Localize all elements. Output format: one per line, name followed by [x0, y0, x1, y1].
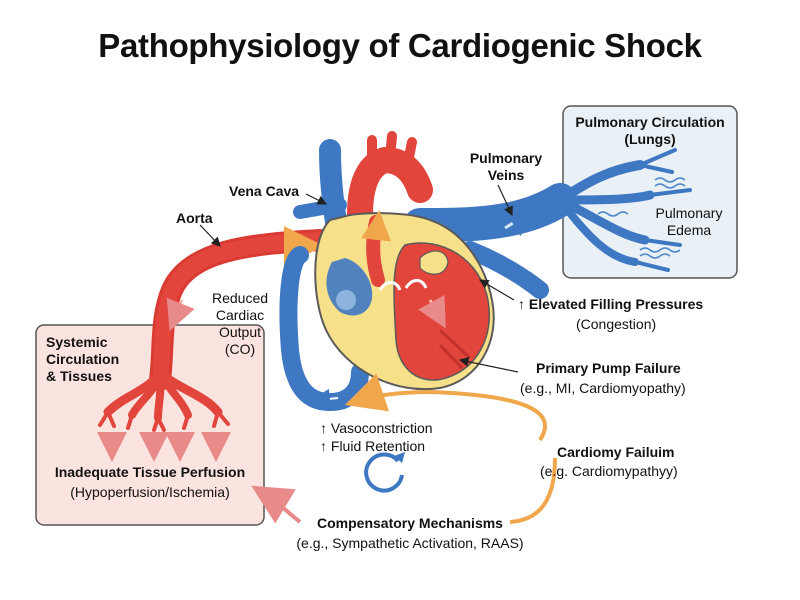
label-systemic-circulation: Systemic Circulation & Tissues: [46, 334, 120, 384]
label-inadequate-tissue-perfusion: Inadequate Tissue Perfusion: [54, 464, 246, 480]
label-elevated-filling-pressures: ↑ Elevated Filling Pressures: [518, 296, 704, 312]
perfusion-arrows: [97, 432, 231, 462]
label-compensatory-examples: (e.g., Sympathetic Activation, RAAS): [296, 535, 524, 551]
systemic-arterial-tree: [98, 229, 331, 432]
label-pulmonary-edema: Pulmonary Edema: [655, 205, 723, 238]
label-vasoconstriction: ↑ Vasoconstriction: [320, 420, 433, 436]
label-pulmonary-circulation: Pulmonary Circulation (Lungs): [575, 114, 725, 147]
label-primary-pump-failure: Primary Pump Failure: [536, 360, 681, 376]
leader-lines: [199, 184, 519, 373]
label-congestion: (Congestion): [576, 316, 657, 332]
label-compensatory-mechanisms: Compensatory Mechanisms: [317, 515, 503, 531]
edema-fluid-lines: [597, 177, 686, 259]
label-cardiomy-examples: (e.g. Cardiomypathyy): [540, 463, 678, 479]
label-pulmonary-veins: Pulmonary Veins: [469, 150, 543, 183]
label-vena-cava: Vena Cava: [229, 183, 300, 199]
label-reduced-cardiac-output: Reduced Cardiac Output (CO): [211, 290, 269, 357]
diagram-title: Pathophysiology of Cardiogenic Shock: [98, 27, 702, 64]
systemic-tissue-box: [35, 324, 265, 526]
label-cardiomy-failuim: Cardiomy Failuim: [557, 444, 675, 460]
label-pump-failure-examples: (e.g., MI, Cardiomyopathy): [520, 380, 686, 396]
label-hypoperfusion: (Hypoperfusion/Ischemia): [70, 484, 230, 500]
heart: [293, 131, 495, 391]
feedback-cycle-icon: [364, 452, 405, 493]
label-fluid-retention: ↑ Fluid Retention: [320, 438, 426, 454]
label-aorta: Aorta: [176, 210, 213, 226]
